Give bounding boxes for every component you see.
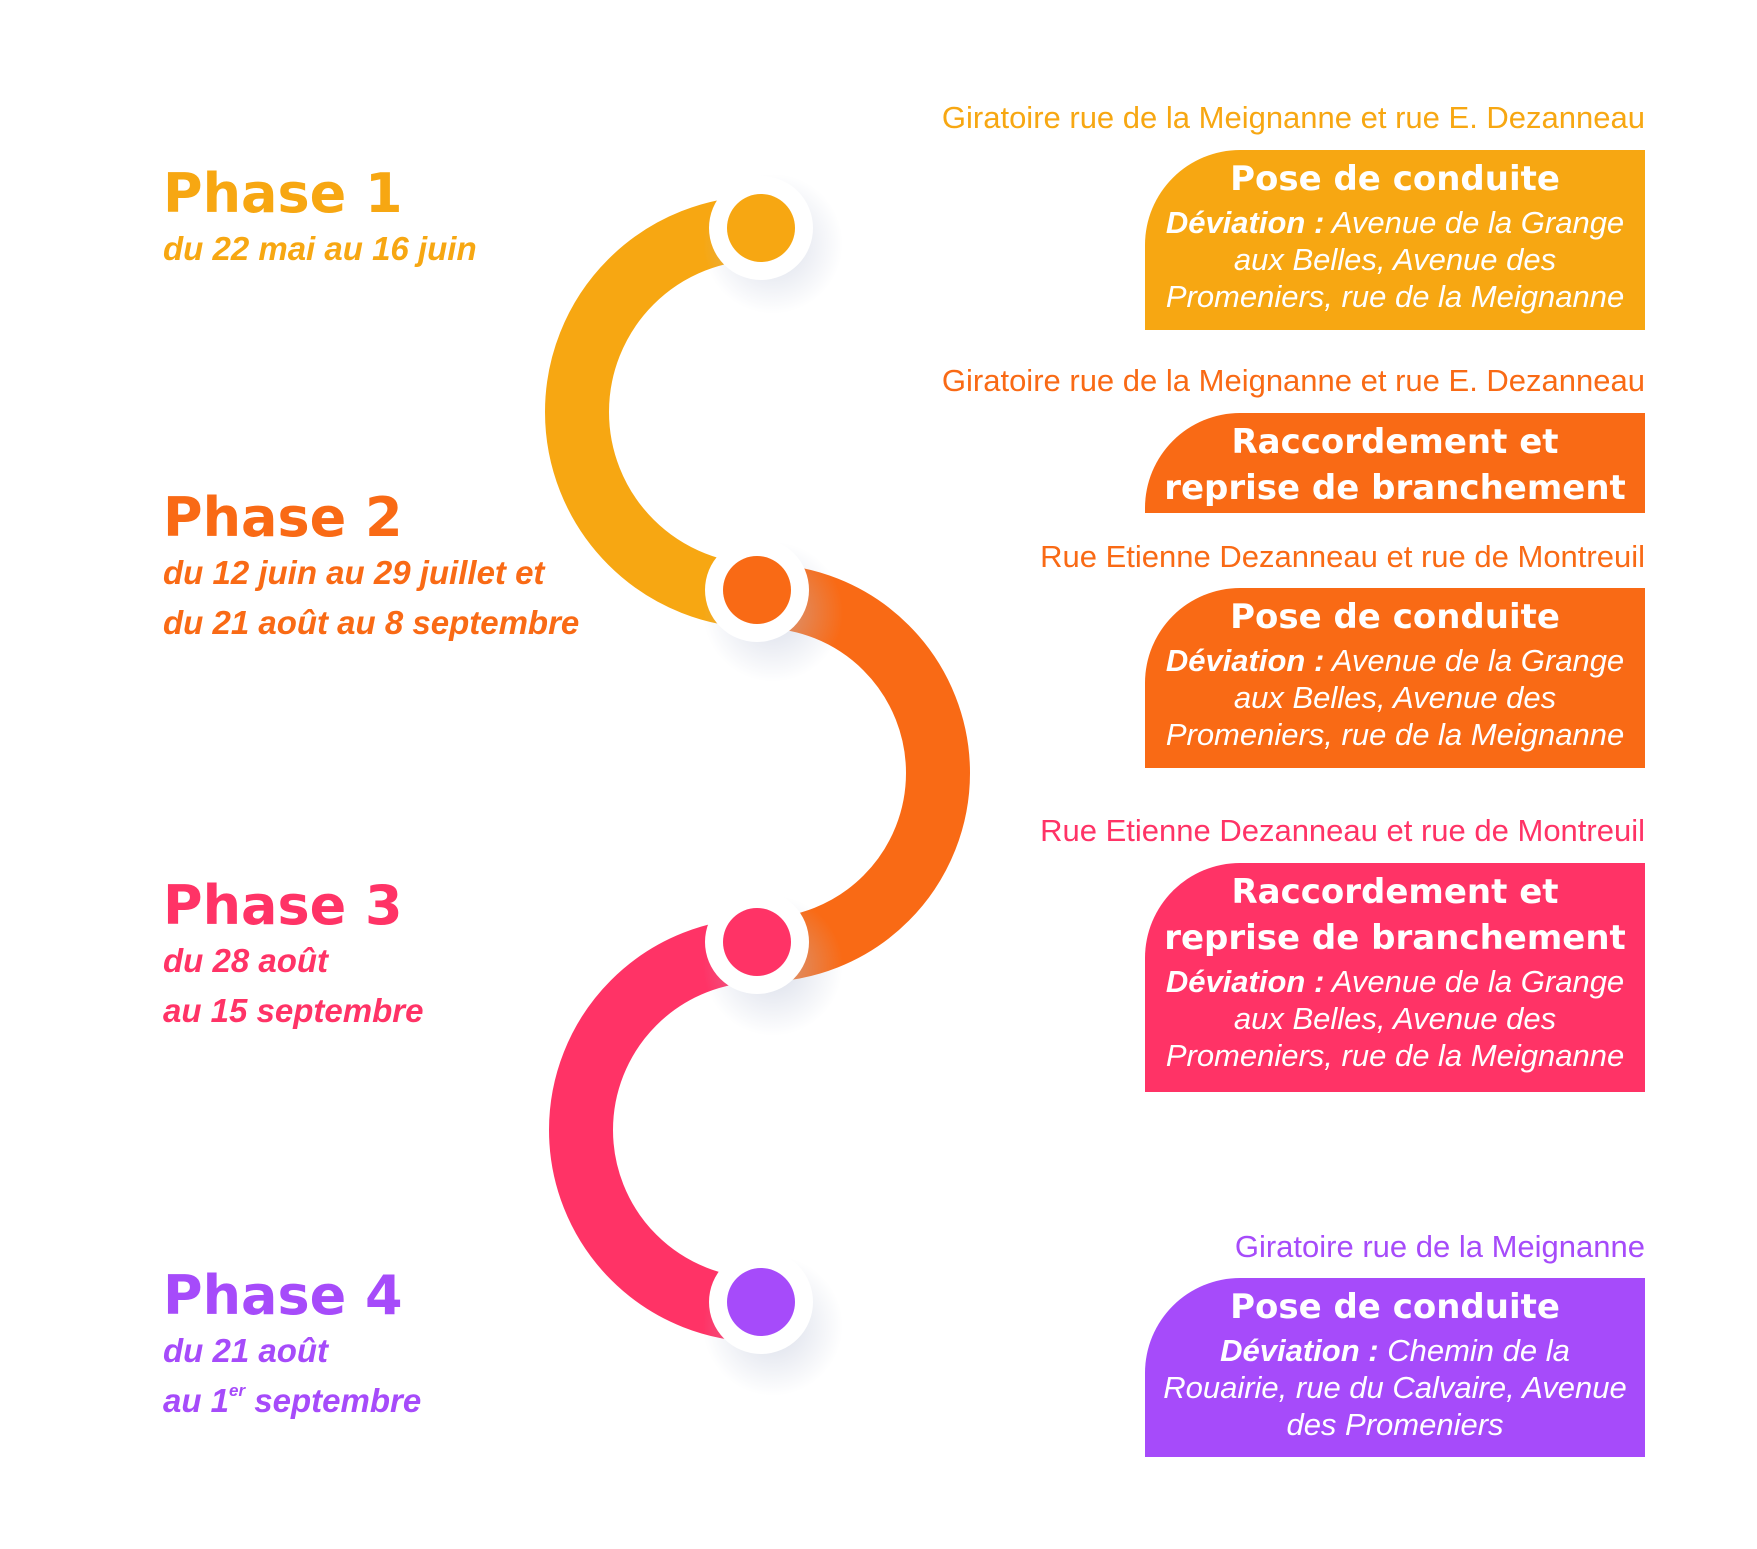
task-4-deviation-label: Déviation :	[1165, 964, 1325, 999]
task-2-card: Raccordement et reprise de branchement	[1145, 413, 1645, 513]
task-3-title: Pose de conduite	[1230, 597, 1560, 637]
phase-2-date-line-2: du 21 août au 8 septembre	[163, 604, 580, 641]
task-2-title: Raccordement et reprise de branchement	[1164, 422, 1626, 508]
node-phase-2	[703, 538, 843, 682]
task-4-deviation: Déviation : Avenue de la Grange aux Bell…	[1159, 963, 1631, 1074]
task-1-card: Pose de conduite Déviation : Avenue de l…	[1145, 150, 1645, 330]
phase-3-date-line-2: au 15 septembre	[163, 992, 424, 1029]
task-3-card: Pose de conduite Déviation : Avenue de l…	[1145, 588, 1645, 768]
task-2-location: Giratoire rue de la Meignanne et rue E. …	[941, 363, 1645, 398]
phase-3-label: Phase 3 du 28 août au 15 septembre	[163, 876, 423, 1036]
task-1-deviation-label: Déviation :	[1165, 205, 1325, 240]
task-1-deviation-text: Avenue de la Grange aux Belles, Avenue d…	[1165, 205, 1625, 314]
phase-4-date-line-2: au 1er septembre	[163, 1376, 421, 1426]
phase-4-date-sup: er	[229, 1381, 246, 1400]
task-3-deviation: Déviation : Avenue de la Grange aux Bell…	[1159, 642, 1631, 753]
task-5-deviation-label: Déviation :	[1220, 1333, 1379, 1368]
task-5-card: Pose de conduite Déviation : Chemin de l…	[1145, 1278, 1645, 1457]
phase-4-date-prefix: au 1	[163, 1382, 230, 1419]
phase-4-date-suffix: septembre	[245, 1382, 422, 1419]
node-phase-3	[703, 890, 843, 1036]
phase-2-label: Phase 2 du 12 juin au 29 juillet et du 2…	[163, 488, 579, 648]
task-5-deviation: Déviation : Chemin de la Rouairie, rue d…	[1159, 1332, 1631, 1443]
node-phase-1	[703, 174, 843, 314]
task-1-title: Pose de conduite	[1230, 159, 1560, 199]
node-phase-4	[703, 1250, 843, 1396]
task-4-title: Raccordement et reprise de branchement	[1164, 872, 1626, 958]
task-4-card: Raccordement et reprise de branchement D…	[1145, 863, 1645, 1092]
arc-phase-2	[760, 564, 970, 982]
task-1-deviation: Déviation : Avenue de la Grange aux Bell…	[1159, 204, 1631, 315]
phase-4-date-line-1: du 21 août	[163, 1332, 329, 1369]
task-3-deviation-text: Avenue de la Grange aux Belles, Avenue d…	[1165, 643, 1625, 752]
phase-2-title: Phase 2	[163, 486, 403, 549]
phase-2-date-line-1: du 12 juin au 29 juillet et	[163, 554, 545, 591]
phase-3-title: Phase 3	[163, 874, 403, 937]
phase-3-date-line-1: du 28 août	[163, 942, 329, 979]
task-5-title: Pose de conduite	[1230, 1287, 1560, 1327]
phase-1-title: Phase 1	[163, 162, 403, 225]
phase-4-label: Phase 4 du 21 août au 1er septembre	[163, 1266, 421, 1426]
task-3-location: Rue Etienne Dezanneau et rue de Montreui…	[1040, 539, 1645, 574]
task-1-location: Giratoire rue de la Meignanne et rue E. …	[941, 100, 1645, 135]
phase-1-label: Phase 1 du 22 mai au 16 juin	[163, 164, 477, 274]
arc-phase-1	[545, 196, 762, 628]
phase-4-title: Phase 4	[163, 1264, 403, 1327]
task-5-deviation-text: Chemin de la Rouairie, rue du Calvaire, …	[1163, 1333, 1627, 1442]
task-4-location: Rue Etienne Dezanneau et rue de Montreui…	[1040, 813, 1645, 848]
phase-1-date: du 22 mai au 16 juin	[163, 230, 477, 267]
task-3-deviation-label: Déviation :	[1165, 643, 1325, 678]
arc-phase-3	[549, 918, 762, 1342]
task-5-location: Giratoire rue de la Meignanne	[1234, 1229, 1645, 1264]
task-4-deviation-text: Avenue de la Grange aux Belles, Avenue d…	[1165, 964, 1625, 1073]
